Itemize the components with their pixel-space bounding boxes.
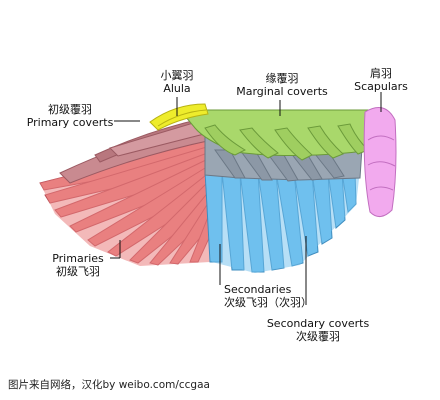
label-primaries: Primaries 初级飞羽	[48, 252, 108, 278]
label-marginal-coverts: 缘覆羽 Marginal coverts	[232, 72, 332, 98]
label-secondaries: Secondaries 次级飞羽（次羽）	[224, 283, 312, 309]
scapulars-region	[363, 107, 397, 217]
label-secondary-coverts-en: Secondary coverts	[266, 317, 370, 330]
label-marginal-zh: 缘覆羽	[265, 72, 299, 85]
label-primary-coverts: 初级覆羽 Primary coverts	[22, 103, 118, 129]
primaries-region	[39, 138, 211, 266]
leader-lines	[110, 92, 382, 305]
label-secondaries-zh: 次级飞羽（次羽）	[224, 296, 312, 309]
label-scapulars: 肩羽 Scapulars	[348, 67, 414, 93]
label-alula: 小翼羽 Alula	[148, 69, 206, 95]
label-primaries-zh: 初级飞羽	[56, 265, 100, 278]
label-primaries-en: Primaries	[52, 252, 104, 265]
label-alula-en: Alula	[163, 82, 191, 95]
image-credit: 图片来自网络，汉化by weibo.com/ccgaa	[8, 379, 210, 391]
label-primary-coverts-en: Primary coverts	[26, 116, 114, 129]
label-marginal-en: Marginal coverts	[236, 85, 328, 98]
label-secondaries-en: Secondaries	[224, 283, 292, 296]
label-scapulars-zh: 肩羽	[370, 67, 392, 80]
alula-region	[149, 103, 209, 131]
label-primary-coverts-zh: 初级覆羽	[48, 103, 92, 116]
label-secondary-coverts-zh: 次级覆羽	[296, 330, 340, 343]
label-scapulars-en: Scapulars	[354, 80, 408, 93]
secondaries-region	[204, 168, 360, 273]
label-alula-zh: 小翼羽	[160, 69, 194, 82]
marginal-coverts-region	[178, 109, 373, 161]
label-secondary-coverts: Secondary coverts 次级覆羽	[262, 317, 374, 343]
